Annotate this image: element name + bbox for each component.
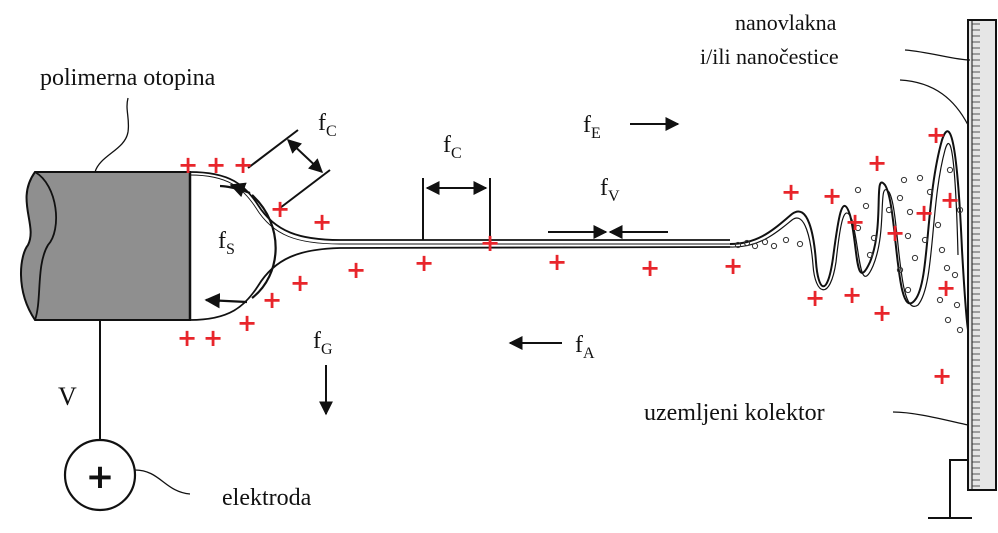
nanoparticle-dot bbox=[953, 301, 961, 309]
nanoparticle-dot bbox=[911, 254, 919, 262]
nanofibers-label-line1: nanovlakna bbox=[735, 10, 837, 35]
fc-jet-label: fC bbox=[443, 132, 462, 162]
nanoparticle-dot bbox=[854, 186, 862, 194]
nanoparticle-dot bbox=[956, 206, 964, 214]
charge-plus: + bbox=[932, 362, 952, 390]
charge-plus: + bbox=[206, 151, 226, 179]
charge-plus: + bbox=[842, 281, 862, 309]
nanoparticle-dot bbox=[761, 238, 769, 246]
charge-plus: + bbox=[885, 219, 905, 247]
fc-cone-arrow bbox=[247, 129, 331, 209]
charge-plus: + bbox=[237, 309, 257, 337]
fe-label: fE bbox=[583, 112, 601, 142]
nanofibers-label-line2: i/ili nanočestice bbox=[700, 44, 839, 69]
nanoparticle-dot bbox=[896, 194, 904, 202]
charge-plus: + bbox=[914, 199, 934, 227]
nanoparticle-dot bbox=[896, 266, 904, 274]
charge-plus: + bbox=[822, 182, 842, 210]
nanoparticle-dot bbox=[904, 232, 912, 240]
charge-markers: +++++++++++++++++++++++++++++ bbox=[177, 121, 960, 390]
solution-leader-line bbox=[94, 97, 130, 173]
fv-label: fV bbox=[600, 175, 620, 205]
electrode-circle bbox=[63, 438, 137, 512]
nanoparticle-dot bbox=[951, 271, 959, 279]
nanoparticle-dot bbox=[943, 264, 951, 272]
charge-plus: + bbox=[845, 208, 865, 236]
polymer-nozzle bbox=[20, 171, 192, 321]
charge-plus: + bbox=[926, 121, 946, 149]
nanoparticle-dot bbox=[926, 188, 934, 196]
nanoparticle-dot bbox=[904, 286, 912, 294]
nanoparticle-dot bbox=[796, 240, 804, 248]
charge-plus: + bbox=[414, 249, 434, 277]
fg-label: fG bbox=[313, 328, 333, 358]
nanoparticle-dot bbox=[885, 206, 893, 214]
charge-plus: + bbox=[781, 178, 801, 206]
nanoparticle-dot bbox=[946, 166, 954, 174]
collector-label: uzemljeni kolektor bbox=[644, 400, 825, 426]
whipping-jet bbox=[729, 130, 976, 356]
fc-jet-arrow bbox=[422, 178, 491, 240]
ground-symbol bbox=[928, 459, 972, 519]
nanoparticle-dot bbox=[751, 242, 759, 250]
nanoparticle-dot bbox=[906, 208, 914, 216]
charge-plus: + bbox=[178, 151, 198, 179]
nanoparticle-dot bbox=[870, 234, 878, 242]
nanoparticle-dot bbox=[956, 326, 964, 334]
nanoparticle-dot bbox=[921, 236, 929, 244]
fs-label: fS bbox=[218, 228, 235, 258]
nanoparticle-dot bbox=[770, 242, 778, 250]
polymer-solution-label: polimerna otopina bbox=[40, 65, 216, 91]
charge-plus: + bbox=[936, 274, 956, 302]
charge-plus: + bbox=[867, 149, 887, 177]
nanoparticle-dot bbox=[936, 296, 944, 304]
nanoparticle-dot bbox=[866, 251, 874, 259]
charge-plus: + bbox=[262, 286, 282, 314]
charge-plus: + bbox=[480, 229, 500, 257]
nanoparticle-dot bbox=[734, 241, 742, 249]
nanoparticle-dot bbox=[743, 239, 751, 247]
nanoparticle-dot bbox=[782, 236, 790, 244]
taylor-cone-jet bbox=[189, 171, 731, 321]
nanoparticle-dot bbox=[854, 224, 862, 232]
charge-plus: + bbox=[270, 195, 290, 223]
grounded-collector bbox=[967, 19, 997, 491]
nanoparticle-dot bbox=[934, 221, 942, 229]
nano-leader-lines bbox=[899, 49, 971, 126]
charge-plus: + bbox=[290, 269, 310, 297]
collector-ticks bbox=[972, 23, 980, 487]
nanoparticle-dot bbox=[862, 202, 870, 210]
electrode-plus-symbol: + bbox=[86, 457, 115, 497]
charge-plus: + bbox=[723, 252, 743, 280]
charge-plus: + bbox=[872, 299, 892, 327]
nanoparticle-dot bbox=[900, 176, 908, 184]
collector-leader-line bbox=[892, 411, 969, 426]
charge-plus: + bbox=[233, 151, 253, 179]
charge-plus: + bbox=[203, 324, 223, 352]
charge-plus: + bbox=[940, 186, 960, 214]
charge-plus: + bbox=[547, 248, 567, 276]
charge-plus: + bbox=[177, 324, 197, 352]
fc-cone-label: fC bbox=[318, 110, 337, 140]
charge-plus: + bbox=[346, 256, 366, 284]
voltage-label: V bbox=[58, 382, 77, 411]
fs-curved-arrow bbox=[204, 182, 277, 309]
nanoparticle-dot bbox=[938, 246, 946, 254]
charge-plus: + bbox=[640, 254, 660, 282]
electrode-leader-line bbox=[134, 469, 191, 495]
electrode-label: elektroda bbox=[222, 485, 312, 511]
nanoparticle-dot bbox=[944, 316, 952, 324]
fa-label: fA bbox=[575, 332, 595, 362]
nanoparticle-dot bbox=[916, 174, 924, 182]
charge-plus: + bbox=[312, 208, 332, 236]
charge-plus: + bbox=[805, 284, 825, 312]
